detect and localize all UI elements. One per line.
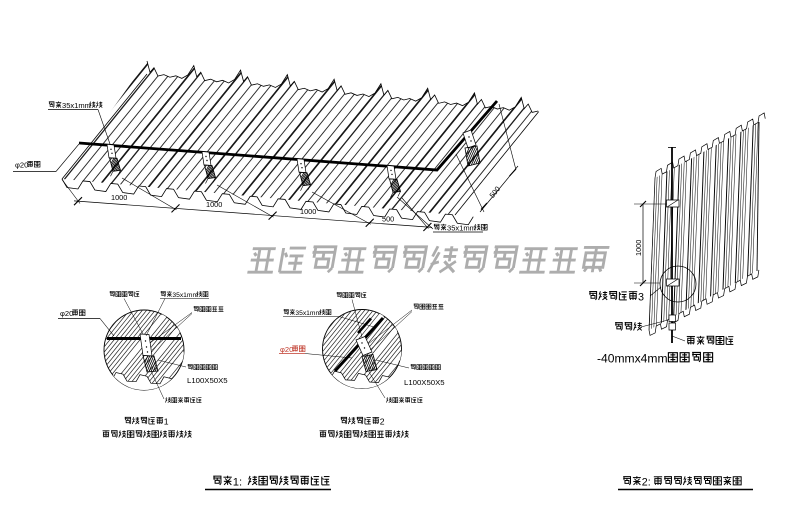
svg-text:φ20: φ20 (60, 309, 73, 318)
svg-text:φ20: φ20 (280, 345, 293, 354)
svg-text:2:: 2: (642, 477, 651, 489)
svg-text:35x1mm: 35x1mm (447, 224, 476, 233)
svg-text:L100X50X5: L100X50X5 (404, 378, 445, 387)
svg-text:-40mmx4mm: -40mmx4mm (597, 352, 668, 366)
svg-text:1000: 1000 (300, 207, 316, 216)
svg-text:L100X50X5: L100X50X5 (187, 376, 228, 385)
svg-text:1000: 1000 (111, 193, 127, 202)
svg-text:35x1mm: 35x1mm (172, 292, 198, 299)
svg-text:1000: 1000 (634, 240, 643, 256)
svg-text:2: 2 (380, 417, 385, 427)
svg-text:φ20: φ20 (15, 161, 28, 170)
svg-text:35x1mm: 35x1mm (62, 101, 91, 110)
svg-text:500: 500 (382, 215, 394, 224)
svg-text:1:: 1: (233, 477, 242, 489)
svg-text:35x1mm: 35x1mm (295, 310, 321, 317)
svg-text:1000: 1000 (206, 200, 222, 209)
svg-text:1: 1 (164, 417, 169, 427)
svg-text:3: 3 (638, 292, 644, 304)
